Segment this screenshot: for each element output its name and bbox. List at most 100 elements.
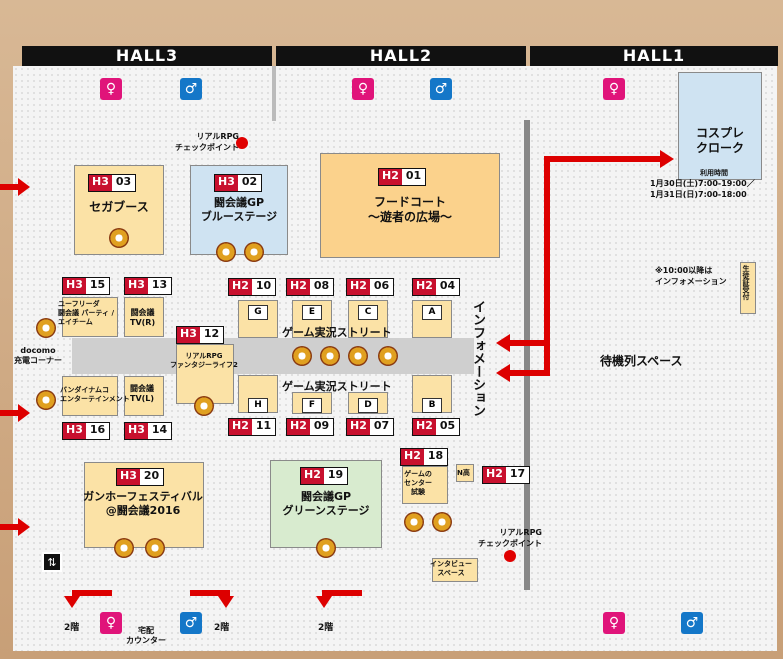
info-note: ※10:00以降はインフォメーション: [655, 266, 727, 286]
hall3-header: HALL3: [22, 46, 272, 66]
male-restroom-icon: ♂: [681, 612, 703, 634]
street-label-top: ゲーム実況ストリート: [282, 326, 392, 339]
hall2-header: HALL2: [276, 46, 526, 66]
arrowhead: [496, 364, 510, 382]
booth-15[interactable]: [62, 297, 118, 337]
medal-icon: [316, 538, 336, 558]
hall1-header: HALL1: [530, 46, 778, 66]
sub-e: E: [302, 305, 322, 320]
n-booth[interactable]: [456, 464, 474, 482]
stairs-arrow: [72, 590, 112, 596]
n-label: N高: [457, 469, 470, 477]
yugioh-label: ユーフリーダ闘会議 パーティ / エイチーム: [58, 300, 115, 326]
sub-a: A: [422, 305, 442, 320]
game-center-label: ゲームのセンター試験: [404, 470, 432, 496]
cosplay-label: コスプレクローク: [695, 126, 744, 155]
floor2-label: 2階: [214, 623, 230, 633]
sub-g: G: [248, 305, 268, 320]
sub-h: H: [248, 398, 268, 413]
aisle-strip: [72, 338, 474, 374]
waiting-area-label: 待機列スペース: [600, 354, 683, 368]
arrowhead: [18, 518, 30, 536]
stairs-arrow: [322, 590, 362, 596]
male-restroom-icon: ♂: [430, 78, 452, 100]
entry-arrow: [0, 184, 20, 190]
medal-icon: [378, 346, 398, 366]
female-restroom-icon: ♀: [603, 78, 625, 100]
medal-icon: [145, 538, 165, 558]
sub-d: D: [358, 398, 378, 413]
female-restroom-icon: ♀: [100, 78, 122, 100]
female-restroom-icon: ♀: [352, 78, 374, 100]
street-label-bottom: ゲーム実況ストリート: [282, 380, 392, 393]
male-restroom-icon: ♂: [180, 78, 202, 100]
female-restroom-icon: ♀: [603, 612, 625, 634]
student-id-label: 生徒証受付: [742, 265, 750, 300]
booth-20-label: ガンホーフェスティバル@闘会議2016: [83, 490, 203, 517]
arrowhead: [18, 178, 30, 196]
floor2-label: 2階: [318, 623, 334, 633]
interview-label: インタビュースペース: [430, 560, 472, 577]
medal-icon: [36, 390, 56, 410]
arrowhead: [64, 596, 80, 608]
medal-icon: [109, 228, 129, 248]
booth-18[interactable]: [402, 466, 448, 504]
booth-14[interactable]: [124, 376, 164, 416]
hall-wall: [524, 120, 530, 590]
medal-icon: [244, 242, 264, 262]
stairs-arrow: [190, 590, 230, 596]
female-restroom-icon: ♀: [100, 612, 122, 634]
checkpoint-dot: [236, 137, 248, 149]
entry-arrow: [0, 410, 20, 416]
interview-space[interactable]: [432, 558, 478, 582]
medal-icon: [292, 346, 312, 366]
medal-icon: [348, 346, 368, 366]
entry-arrow: [0, 524, 20, 530]
route-arrow: [508, 370, 550, 376]
bandai-label: バンダイナムコエンターテインメント: [60, 386, 130, 403]
checkpoint-dot: [504, 550, 516, 562]
booth-16[interactable]: [62, 376, 118, 416]
route-arrow: [508, 340, 550, 346]
hours-line2: 1月31日(日)7:00-18:00: [650, 190, 747, 199]
medal-icon: [404, 512, 424, 532]
arrowhead: [218, 596, 234, 608]
elevator-icon: ⇅: [42, 552, 62, 572]
medal-icon: [114, 538, 134, 558]
medal-icon: [216, 242, 236, 262]
medal-icon: [36, 318, 56, 338]
sub-b: B: [422, 398, 442, 413]
information-label: インフォメーション: [470, 300, 485, 417]
hours-line1: 1月30日(土)7:00-19:00／: [650, 179, 755, 188]
cosplay-cloak[interactable]: [678, 72, 762, 180]
arrowhead: [316, 596, 332, 608]
hall-wall: [272, 66, 276, 121]
hours-title: 利用時間: [700, 169, 728, 177]
booth-13[interactable]: [124, 297, 164, 337]
medal-icon: [194, 396, 214, 416]
arrowhead: [18, 404, 30, 422]
arrowhead: [496, 334, 510, 352]
student-id-desk[interactable]: [740, 262, 756, 314]
